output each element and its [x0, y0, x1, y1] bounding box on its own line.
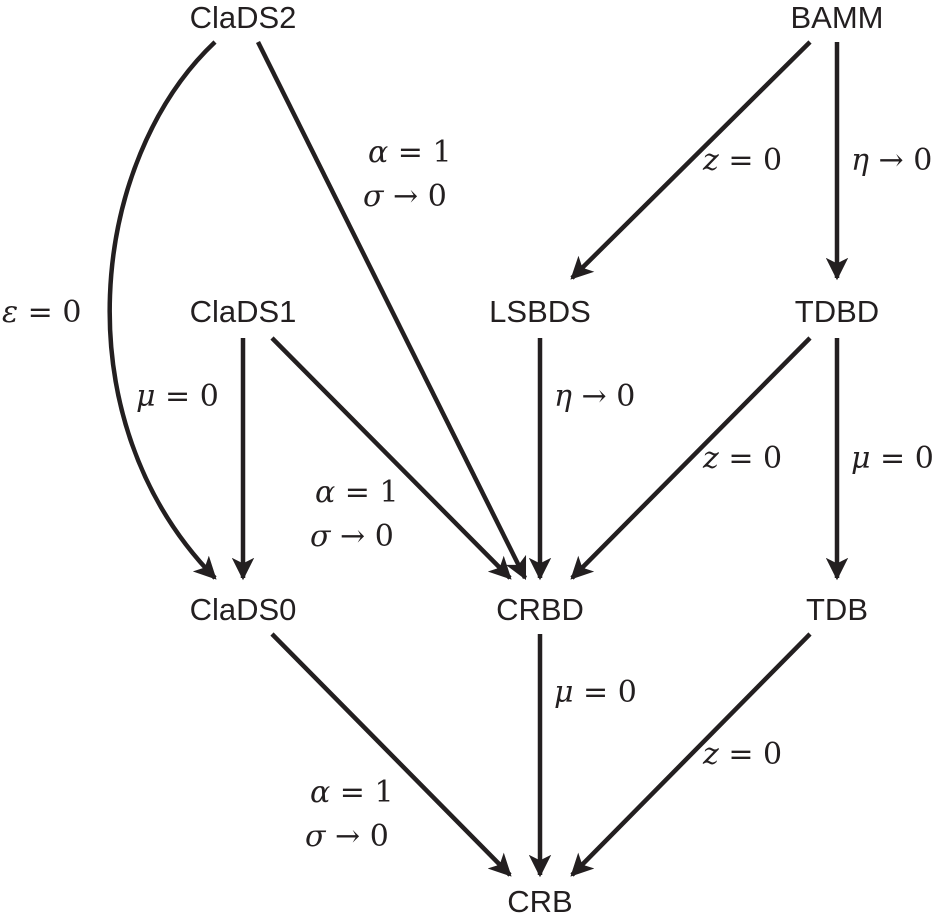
nodes: ClaDS2 BAMM ClaDS1 LSBDS TDBD ClaDS0 CRB…	[190, 0, 884, 917]
node-bamm: BAMM	[791, 0, 884, 35]
edge-label-clads2-crbd-line1: α = 1	[368, 135, 452, 170]
edge-label-crbd-crb: μ = 0	[554, 675, 637, 710]
edge-label-symbol: α	[315, 475, 335, 510]
edge-label-bamm-lsbds: z = 0	[702, 143, 782, 178]
node-tdb: TDB	[806, 592, 868, 627]
edge-clads2-crbd	[255, 40, 528, 581]
edge-tdbd-crbd	[570, 336, 812, 580]
edge-label-bamm-tdbd: η → 0	[851, 143, 932, 178]
edge-label-lsbds-crbd: η → 0	[554, 379, 635, 414]
edge-label-condition: → 0	[869, 143, 932, 178]
edge-label-symbol: μ	[851, 441, 871, 476]
edge-label-tdbd-tdb: μ = 0	[851, 441, 934, 476]
edge-label-symbol: η	[851, 143, 869, 178]
edge-label-condition: = 0	[156, 379, 219, 414]
edge-label-clads1-crbd-line1: α = 1	[315, 475, 399, 510]
edge-label-condition: = 0	[18, 295, 81, 330]
edge-label-clads0-crb-line1: α = 1	[310, 775, 394, 810]
node-crb: CRB	[507, 884, 572, 917]
edge-label-clads1-crbd-line2: σ → 0	[310, 519, 394, 554]
node-tdbd: TDBD	[795, 294, 879, 329]
edge-label-condition: → 0	[572, 379, 635, 414]
edge-clads2-clads0	[107, 40, 217, 580]
edge-label-symbol: η	[554, 379, 572, 414]
edge-label-condition: = 0	[574, 675, 637, 710]
edge-label-clads0-crb-line2: σ → 0	[305, 819, 389, 854]
edge-label-symbol: α	[368, 135, 388, 170]
edge-clads0-crb	[270, 632, 512, 877]
edge-label-tdbd-crbd: z = 0	[702, 441, 782, 476]
edge-label-symbol: α	[310, 775, 330, 810]
node-lsbds: LSBDS	[489, 294, 591, 329]
edge-label-condition: = 0	[719, 441, 782, 476]
edge-label-clads2-crbd-line2: σ → 0	[363, 179, 447, 214]
edge-label-symbol: μ	[554, 675, 574, 710]
edge-label-condition: → 0	[325, 819, 388, 854]
edge-label-condition: → 0	[383, 179, 446, 214]
edge-label-condition: = 1	[330, 775, 393, 810]
edge-bamm-lsbds	[570, 40, 812, 280]
edge-label-symbol: z	[702, 737, 719, 772]
edge-label-condition: → 0	[330, 519, 393, 554]
edge-label-symbol: σ	[363, 179, 385, 214]
edge-label-condition: = 1	[335, 475, 398, 510]
edge-label-clads1-clads0: μ = 0	[136, 379, 219, 414]
edge-label-symbol: μ	[136, 379, 156, 414]
edge-labels: ε = 0 α = 1 σ → 0 z = 0 η → 0 μ = 0 α = …	[2, 135, 934, 854]
edge-label-symbol: ε	[2, 295, 18, 330]
node-crbd: CRBD	[496, 592, 584, 627]
edge-label-tdb-crb: z = 0	[702, 737, 782, 772]
node-clads1: ClaDS1	[190, 294, 297, 329]
edge-label-condition: = 1	[388, 135, 451, 170]
edge-clads1-crbd	[270, 336, 512, 580]
edge-label-condition: = 0	[871, 441, 934, 476]
edge-label-symbol: σ	[305, 819, 327, 854]
edge-label-symbol: σ	[310, 519, 332, 554]
edge-label-condition: = 0	[719, 143, 782, 178]
edge-label-symbol: z	[702, 143, 719, 178]
edge-label-symbol: z	[702, 441, 719, 476]
edge-label-clads2-clads0: ε = 0	[2, 295, 81, 330]
edges	[107, 40, 849, 878]
node-clads0: ClaDS0	[190, 592, 297, 627]
edge-tdb-crb	[570, 632, 812, 877]
node-clads2: ClaDS2	[190, 0, 297, 35]
edge-label-condition: = 0	[719, 737, 782, 772]
